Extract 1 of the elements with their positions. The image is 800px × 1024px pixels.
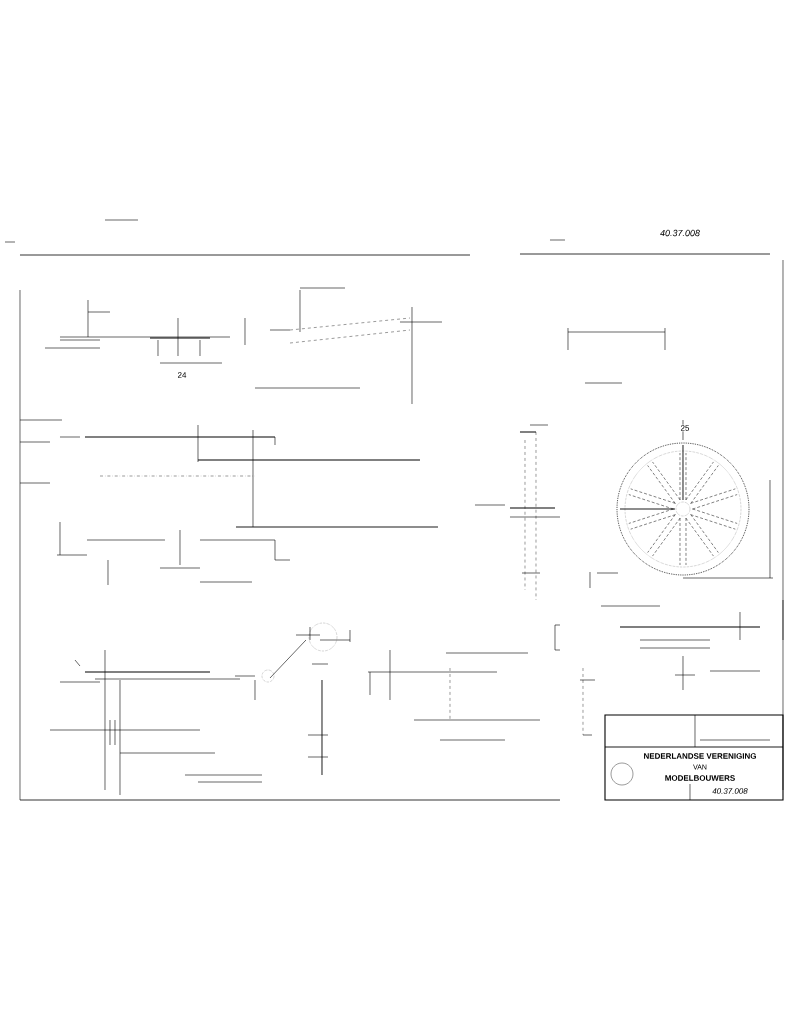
drawing-number: 40.37.008	[659, 229, 701, 237]
